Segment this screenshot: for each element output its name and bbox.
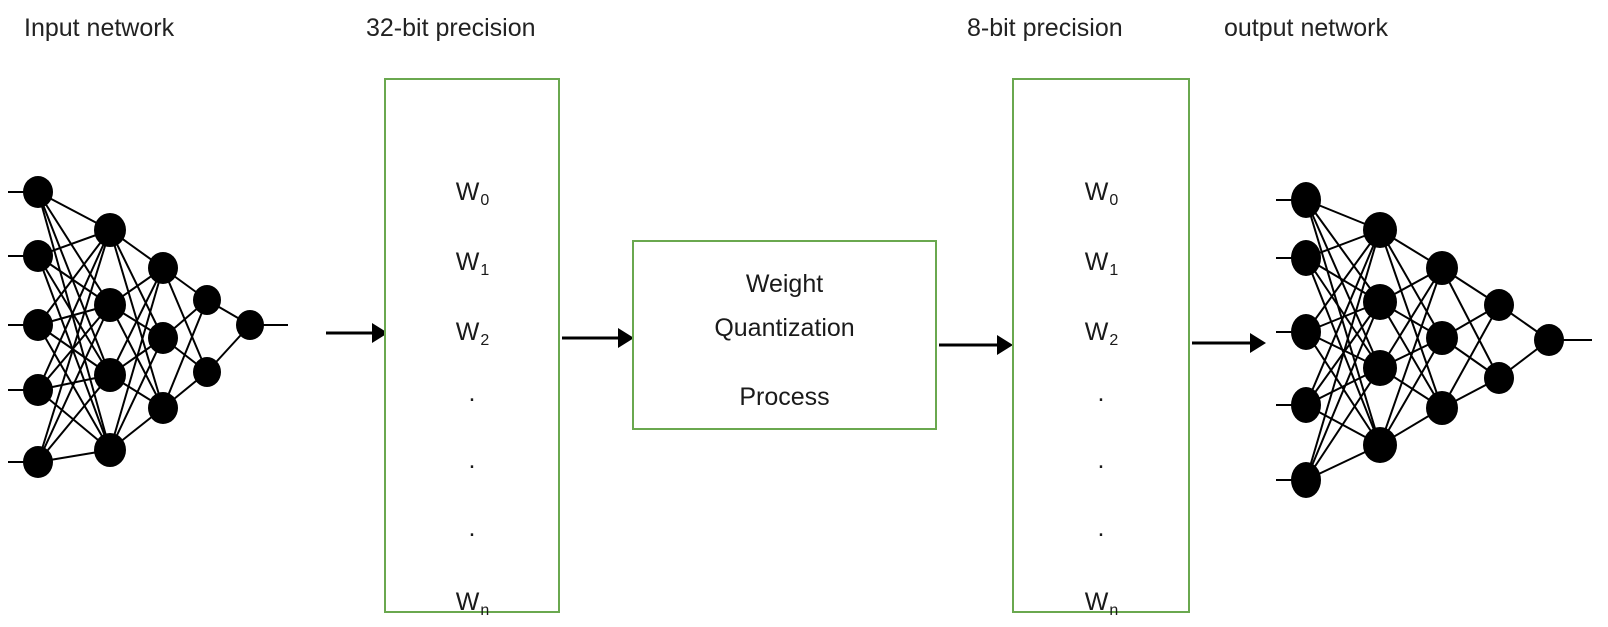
weight-subscript: 2 [480,332,490,349]
weight-subscript: n [480,602,490,619]
weight-subscript: 2 [1109,332,1119,349]
ellipsis-dot: . [1097,446,1105,474]
weight-list-32bit: W0 W1 W2 . . . Wn [386,80,558,619]
weight-item-w0: W0 [455,178,490,209]
output-neural-network [1262,160,1602,505]
caption-8bit-precision: 8-bit precision [967,14,1123,42]
weight-item-w1: W1 [1084,248,1119,279]
process-box-text: Weight Quantization Process [634,262,935,419]
output-network-graphic [1276,182,1592,498]
arrow-net-to-32bit [326,323,388,343]
input-network-graphic [8,176,288,478]
caption-output-network: output network [1224,14,1388,42]
weight-subscript: 1 [480,262,490,279]
caption-32bit-precision: 32-bit precision [366,14,536,42]
weight-item-w1: W1 [455,248,490,279]
ellipsis-dot: . [468,446,476,474]
arrow-8bit-to-net [1192,333,1266,353]
weights-box-32bit: W0 W1 W2 . . . Wn [384,78,560,619]
weight-item-wn: Wn [455,588,490,619]
ellipsis-dot: . [1097,379,1105,407]
arrow-process-to-8bit [939,335,1013,355]
weight-item-w2: W2 [1084,318,1119,349]
weight-subscript: 0 [1109,192,1119,209]
weight-quantization-process-box: Weight Quantization Process [632,240,937,430]
weight-subscript: 1 [1109,262,1119,279]
ellipsis-dot: . [1097,514,1105,542]
weight-list-8bit: W0 W1 W2 . . . Wn [1014,80,1188,619]
caption-input-network: Input network [24,14,175,42]
input-neural-network [0,160,300,495]
ellipsis-dot: . [468,514,476,542]
weight-subscript: n [1109,602,1119,619]
weight-item-wn: Wn [1084,588,1119,619]
process-line-quantization: Quantization [714,314,855,342]
weights-box-8bit: W0 W1 W2 . . . Wn [1012,78,1190,619]
weight-subscript: 0 [480,192,490,209]
weight-item-w2: W2 [455,318,490,349]
weight-item-w0: W0 [1084,178,1119,209]
process-line-process: Process [739,383,830,411]
arrow-32bit-to-process [562,328,634,348]
process-line-weight: Weight [745,270,824,298]
ellipsis-dot: . [468,379,476,407]
